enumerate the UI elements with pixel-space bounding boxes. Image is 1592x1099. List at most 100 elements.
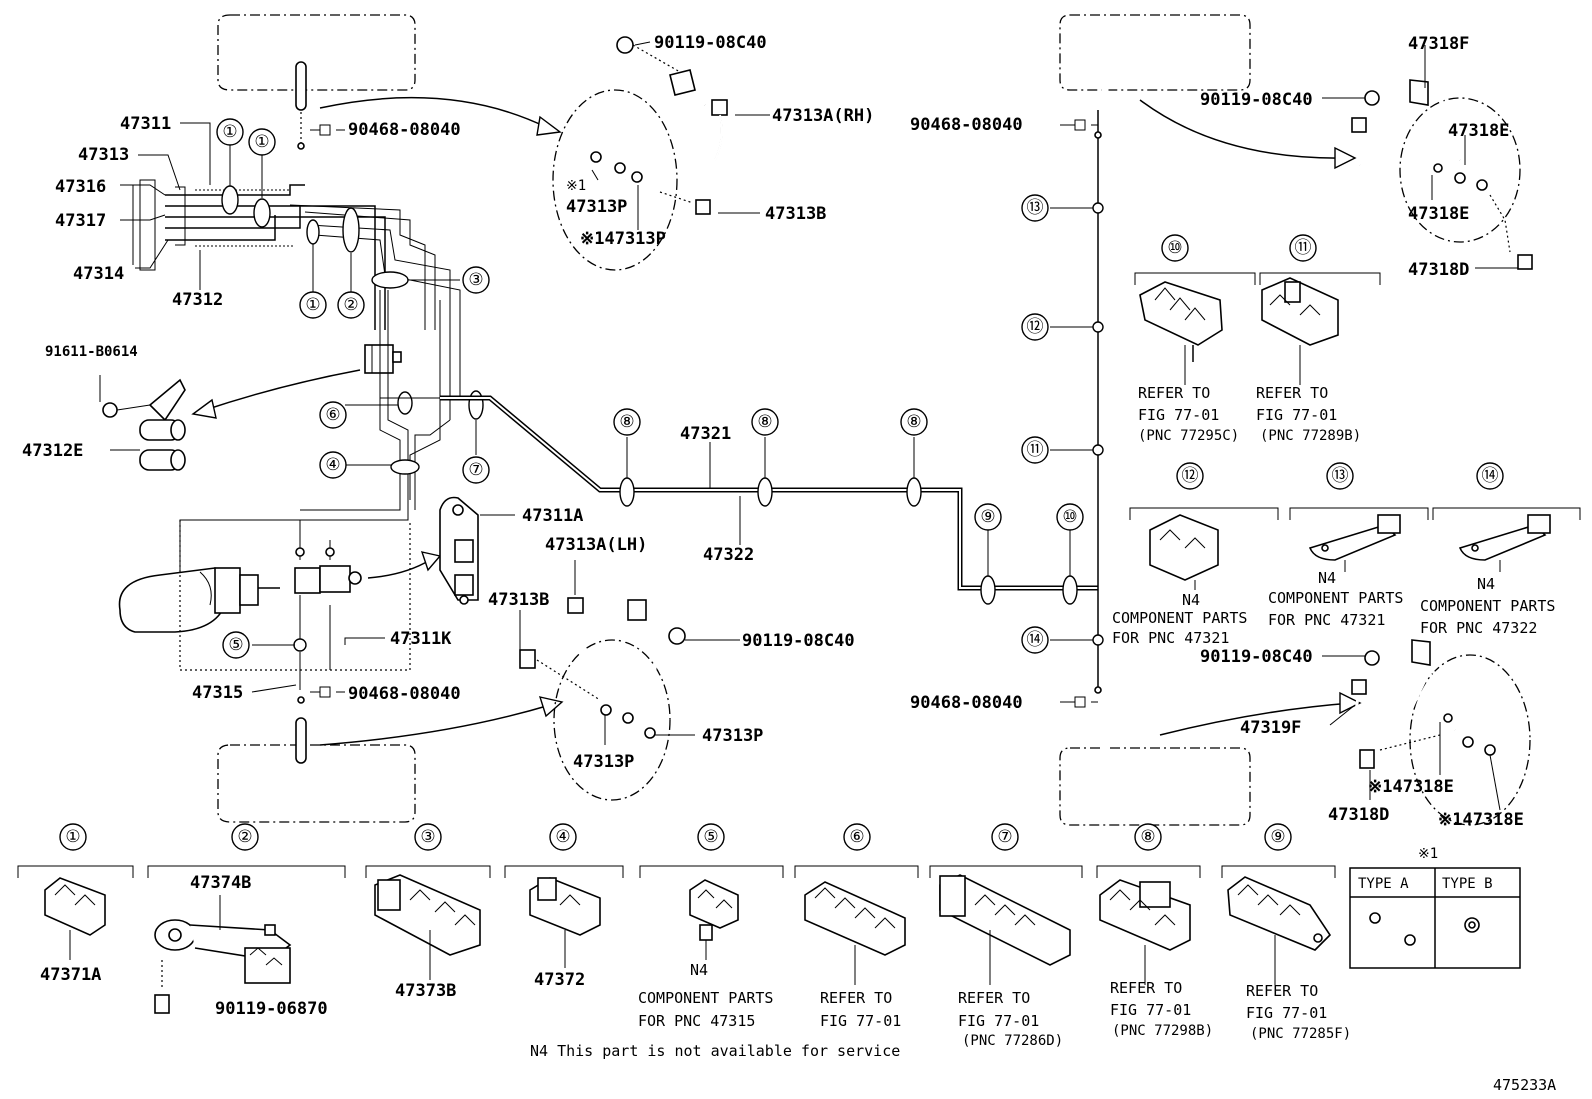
- callout-7: ⑦: [462, 456, 490, 484]
- svg-text:FIG 77-01: FIG 77-01: [1256, 406, 1337, 424]
- front-left-hose-detail: [552, 36, 728, 271]
- rear-valve-assembly: [118, 520, 411, 690]
- clip-3-illustration: [374, 874, 481, 980]
- arrow-to-rear-right-hose: [1159, 691, 1362, 736]
- label-47316: 47316: [55, 177, 106, 197]
- label-note-mark-fl: ※1: [566, 178, 586, 194]
- svg-text:⑫: ⑫: [1027, 317, 1044, 337]
- callout-8b: ⑧: [751, 408, 779, 436]
- clip-marker-6: [397, 391, 413, 415]
- svg-text:⑬: ⑬: [1332, 466, 1349, 486]
- rear-left-stub-pipe: [295, 696, 307, 764]
- label-47318E-rr-a: ※147318E: [1368, 777, 1454, 797]
- clip-2-illustration: [154, 895, 292, 1014]
- clip-5-illustration: [689, 879, 739, 960]
- callout-b4: ④: [549, 823, 577, 851]
- label-90468-08040-fr: 90468-08040: [910, 115, 1023, 135]
- svg-text:FOR PNC 47321: FOR PNC 47321: [1268, 611, 1385, 629]
- svg-text:(PNC 77285F): (PNC 77285F): [1250, 1026, 1351, 1042]
- label-47318E-rr-b: ※147318E: [1438, 810, 1524, 830]
- label-47313A-RH: 47313A(RH): [772, 106, 874, 126]
- label-47318D-fr: 47318D: [1408, 260, 1469, 280]
- clip-12-illustration: [1149, 514, 1219, 590]
- svg-text:⑧: ⑧: [757, 412, 772, 432]
- clip-6-illustration: [804, 881, 906, 985]
- callout-14a: ⑭: [1021, 626, 1049, 654]
- footnote: N4 This part is not available for servic…: [530, 1042, 900, 1060]
- label-90119-08C40-rr: 90119-08C40: [1200, 647, 1313, 667]
- clip-marker-8a: [619, 477, 635, 507]
- clip-marker-1a: [221, 185, 239, 215]
- svg-text:COMPONENT PARTS: COMPONENT PARTS: [1420, 597, 1555, 615]
- svg-text:⑤: ⑤: [703, 827, 718, 847]
- svg-text:⑧: ⑧: [619, 412, 634, 432]
- svg-text:FOR PNC 47315: FOR PNC 47315: [638, 1012, 755, 1030]
- clip-10-illustration: [1139, 281, 1223, 385]
- clip-11-illustration: [1261, 277, 1339, 385]
- callout-11b: ⑪: [1289, 234, 1317, 262]
- clip-marker-10: [1062, 575, 1078, 605]
- svg-text:FOR PNC 47321: FOR PNC 47321: [1112, 629, 1229, 647]
- type-table-mark: ※1: [1418, 846, 1438, 862]
- arrow-to-front-right-hose: [1139, 99, 1357, 170]
- label-90468-08040-rl: 90468-08040: [348, 684, 461, 704]
- svg-text:COMPONENT PARTS: COMPONENT PARTS: [1268, 589, 1403, 607]
- clip-marker-8b: [757, 477, 773, 507]
- callout-b9: ⑨: [1264, 823, 1292, 851]
- callout-b2: ②: [231, 823, 259, 851]
- callout-12b: ⑫: [1176, 462, 1204, 490]
- svg-text:47371A: 47371A: [40, 965, 101, 985]
- callout-2: ②: [337, 291, 365, 319]
- label-47313B-fl: 47313B: [765, 204, 826, 224]
- svg-text:③: ③: [468, 270, 483, 290]
- front-right-area-box: [1059, 14, 1251, 91]
- callout-9: ⑨: [974, 503, 1002, 531]
- callout-circles: ① ① ① ② ③ ⑥ ④ ⑦ ⑤ ⑧ ⑧ ⑧ ⑨ ⑩ ⑬ ⑫ ⑪ ⑭ ⑩ ⑪ …: [59, 118, 1504, 851]
- master-bundle-lines: [132, 179, 461, 570]
- label-90468-08040-fl: 90468-08040: [348, 120, 461, 140]
- callout-b5: ⑤: [697, 823, 725, 851]
- front-right-hose-detail: [1351, 79, 1533, 270]
- callout-b8: ⑧: [1134, 823, 1162, 851]
- svg-text:REFER TO: REFER TO: [1138, 384, 1210, 402]
- svg-text:⑤: ⑤: [228, 635, 243, 655]
- label-47313P-fl-b: ※147313P: [580, 229, 666, 249]
- svg-text:①: ①: [254, 132, 269, 152]
- label-91611-B0614: 91611-B0614: [45, 344, 138, 360]
- svg-text:N4: N4: [1318, 569, 1336, 587]
- rear-right-area-box: [1059, 747, 1251, 826]
- svg-text:⑧: ⑧: [906, 412, 921, 432]
- svg-text:COMPONENT PARTS: COMPONENT PARTS: [1112, 609, 1247, 627]
- label-90468-08040-rr: 90468-08040: [910, 693, 1023, 713]
- callout-3: ③: [462, 266, 490, 294]
- rear-right-stub-pipe: [1101, 718, 1165, 764]
- bracket-47312E: [102, 378, 186, 471]
- svg-text:90119-06870: 90119-06870: [215, 999, 328, 1019]
- svg-text:N4: N4: [1477, 575, 1495, 593]
- label-47315: 47315: [192, 683, 243, 703]
- clip-marker-9: [980, 575, 996, 605]
- clip-marker-7: [468, 390, 484, 420]
- svg-text:REFER TO: REFER TO: [1246, 982, 1318, 1000]
- bracket-47311A: [439, 496, 479, 605]
- svg-text:⑨: ⑨: [1270, 827, 1285, 847]
- svg-text:FOR PNC 47322: FOR PNC 47322: [1420, 619, 1537, 637]
- svg-text:⑪: ⑪: [1295, 238, 1312, 258]
- svg-text:⑧: ⑧: [1140, 827, 1155, 847]
- svg-text:⑬: ⑬: [1027, 198, 1044, 218]
- callout-14b: ⑭: [1476, 462, 1504, 490]
- svg-text:⑪: ⑪: [1027, 440, 1044, 460]
- arrow-to-47312E: [191, 369, 361, 419]
- label-90119-08C40-fl: 90119-08C40: [654, 33, 767, 53]
- front-left-stub-pipe: [295, 61, 307, 150]
- callout-10a: ⑩: [1056, 503, 1084, 531]
- callout-b6: ⑥: [843, 823, 871, 851]
- bottom-clip-texts: 47371A 47374B 90119-06870 47373B 47372 N…: [40, 873, 1351, 1049]
- svg-text:⑦: ⑦: [468, 460, 483, 480]
- svg-text:REFER TO: REFER TO: [1110, 979, 1182, 997]
- callout-12a: ⑫: [1021, 313, 1049, 341]
- svg-text:47374B: 47374B: [190, 873, 251, 893]
- label-47313A-LH: 47313A(LH): [545, 535, 647, 555]
- label-47318F: 47318F: [1408, 34, 1469, 54]
